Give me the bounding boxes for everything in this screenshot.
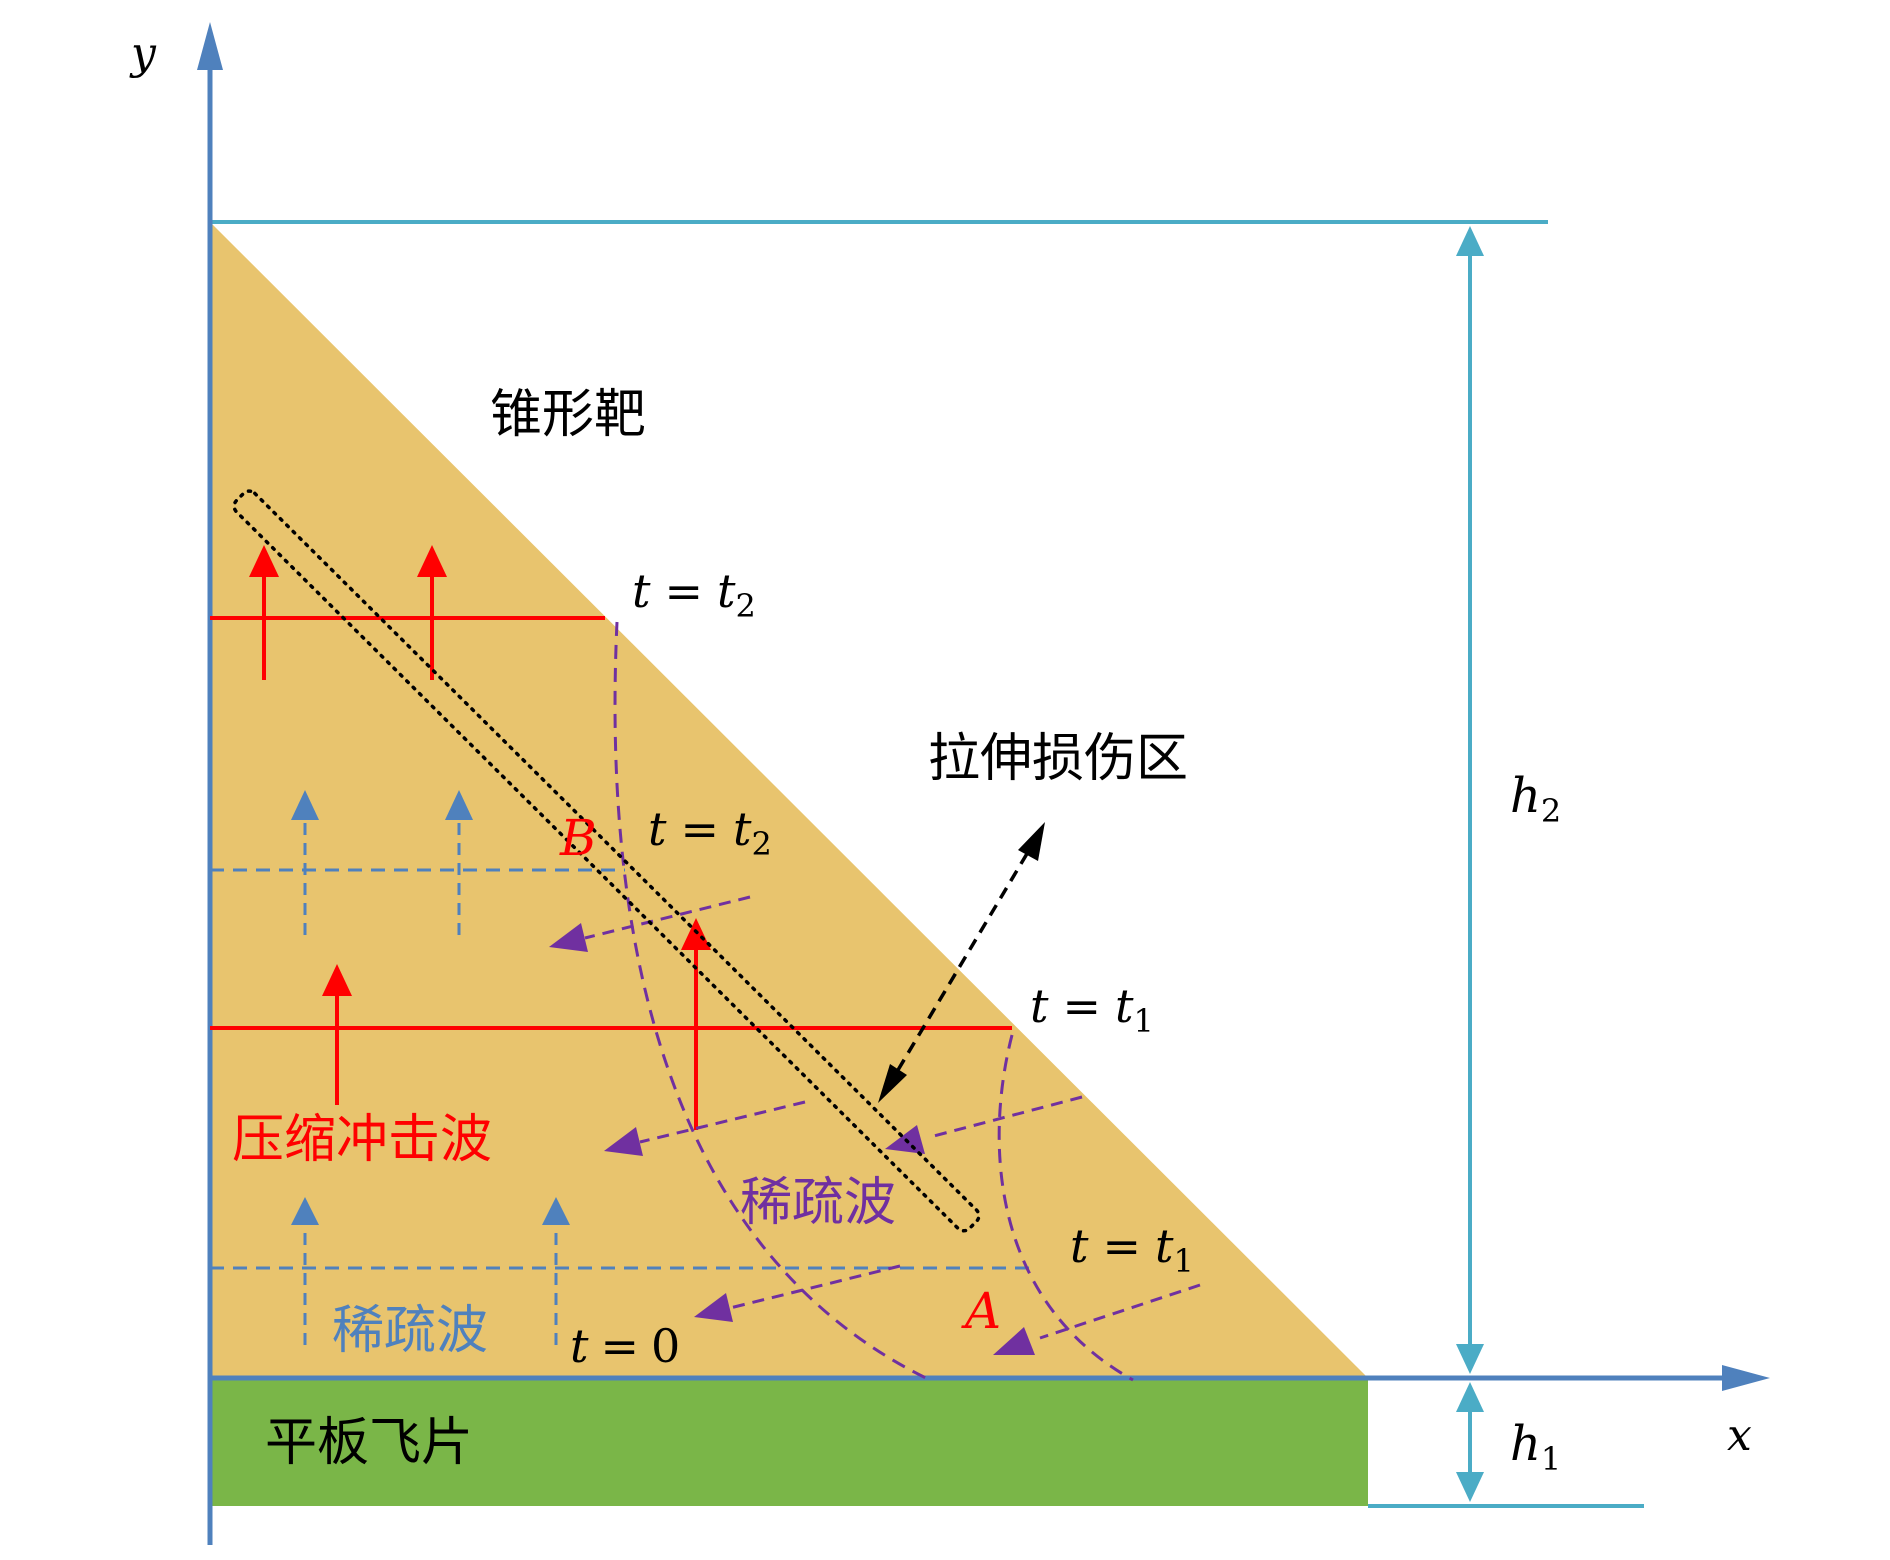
time-label-t2-lower: t=t2 [648, 802, 772, 863]
blue-arrowheads [291, 790, 570, 1225]
cone-target [210, 222, 1368, 1378]
y-axis-arrowhead [197, 22, 223, 70]
flyer-plate [210, 1378, 1368, 1506]
h1-arrowhead-top [1456, 1382, 1484, 1412]
red-arrowheads [249, 545, 711, 996]
damage-pointer-line [896, 851, 1030, 1071]
flyer-plate-label: 平板飞片 [265, 1413, 473, 1473]
time-label-t1-lower: t=t1 [1070, 1219, 1194, 1280]
y-axis-label: y [129, 28, 157, 79]
rarefaction-label-blue: 稀疏波 [332, 1301, 488, 1361]
h2-arrowhead-top [1456, 226, 1484, 256]
time-label-t1-upper: t=t1 [1030, 979, 1154, 1040]
h1-arrowhead-bottom [1456, 1472, 1484, 1502]
purple-rarefaction-curves [613, 621, 1134, 1382]
h2-arrowhead-bottom [1456, 1344, 1484, 1374]
time-label-t2-upper: t=t2 [632, 564, 756, 625]
red-arrow-shafts [262, 575, 698, 1130]
tensile-damage-zone-label: 拉伸损伤区 [928, 729, 1188, 789]
point-b-label: B [559, 809, 597, 867]
compression-shock-label: 压缩冲击波 [232, 1110, 492, 1170]
x-axis-arrowhead [1722, 1365, 1770, 1391]
purple-dashed-arrows [584, 895, 1201, 1340]
h1-label: h1 [1510, 1416, 1561, 1478]
damage-pointer-head-bottom [878, 1064, 907, 1103]
target-label: 锥形靶 [490, 385, 646, 445]
blue-dashed-arrows [303, 820, 558, 1345]
h2-label: h2 [1510, 768, 1561, 830]
point-a-label: A [961, 1282, 1001, 1340]
x-axis-label: x [1727, 1410, 1752, 1461]
tensile-damage-zone-box [232, 489, 981, 1233]
damage-pointer-head-top [1018, 822, 1045, 861]
time-label-t0: t=0 [570, 1319, 680, 1373]
rarefaction-label-purple: 稀疏波 [740, 1173, 896, 1233]
